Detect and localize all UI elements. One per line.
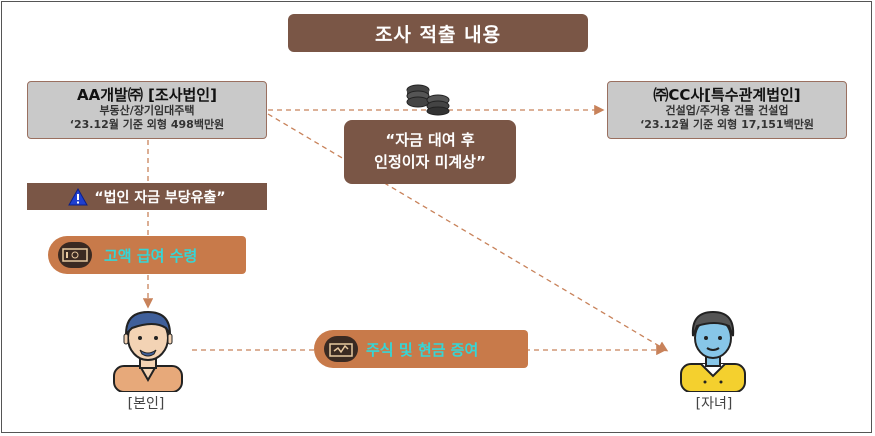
man-icon bbox=[113, 310, 183, 392]
entity-cc-line2: ‘23.12월 기준 외형 17,151백만원 bbox=[640, 118, 814, 131]
money-icon bbox=[324, 336, 358, 362]
quote-line2: 인정이자 미계상” bbox=[374, 153, 486, 171]
person-self-label: [본인] bbox=[127, 396, 165, 412]
warning-text: “법인 자금 부당유출” bbox=[94, 189, 226, 206]
page-title: 조사 적출 내용 bbox=[288, 14, 588, 52]
coins-icon bbox=[406, 84, 450, 116]
entity-cc-line1: 건설업/주거용 건물 건설업 bbox=[665, 104, 789, 117]
quote-box: “자금 대여 후 인정이자 미계상” bbox=[344, 120, 516, 184]
gift-label: 주식 및 현금 증여 bbox=[366, 340, 479, 359]
cash-icon bbox=[58, 242, 92, 268]
warning-icon bbox=[68, 187, 89, 205]
gift-pill: 주식 및 현금 증여 bbox=[314, 330, 528, 368]
person-child-label: [자녀] bbox=[695, 396, 733, 412]
quote-line1: “자금 대여 후 bbox=[385, 131, 475, 149]
entity-cc-name: ㈜CC사[특수관계법인] bbox=[653, 86, 801, 104]
warning-box: “법인 자금 부당유출” bbox=[27, 183, 267, 210]
salary-label: 고액 급여 수령 bbox=[104, 246, 198, 265]
entity-aa-name: AA개발㈜ [조사법인] bbox=[77, 86, 217, 104]
child-icon bbox=[680, 310, 746, 392]
entity-aa-line2: ‘23.12월 기준 외형 498백만원 bbox=[69, 118, 225, 131]
entity-aa-box: AA개발㈜ [조사법인] 부동산/장기임대주택 ‘23.12월 기준 외형 49… bbox=[27, 81, 267, 139]
salary-pill: 고액 급여 수령 bbox=[48, 236, 246, 274]
entity-cc-box: ㈜CC사[특수관계법인] 건설업/주거용 건물 건설업 ‘23.12월 기준 외… bbox=[607, 81, 847, 139]
entity-aa-line1: 부동산/장기임대주택 bbox=[99, 104, 195, 117]
